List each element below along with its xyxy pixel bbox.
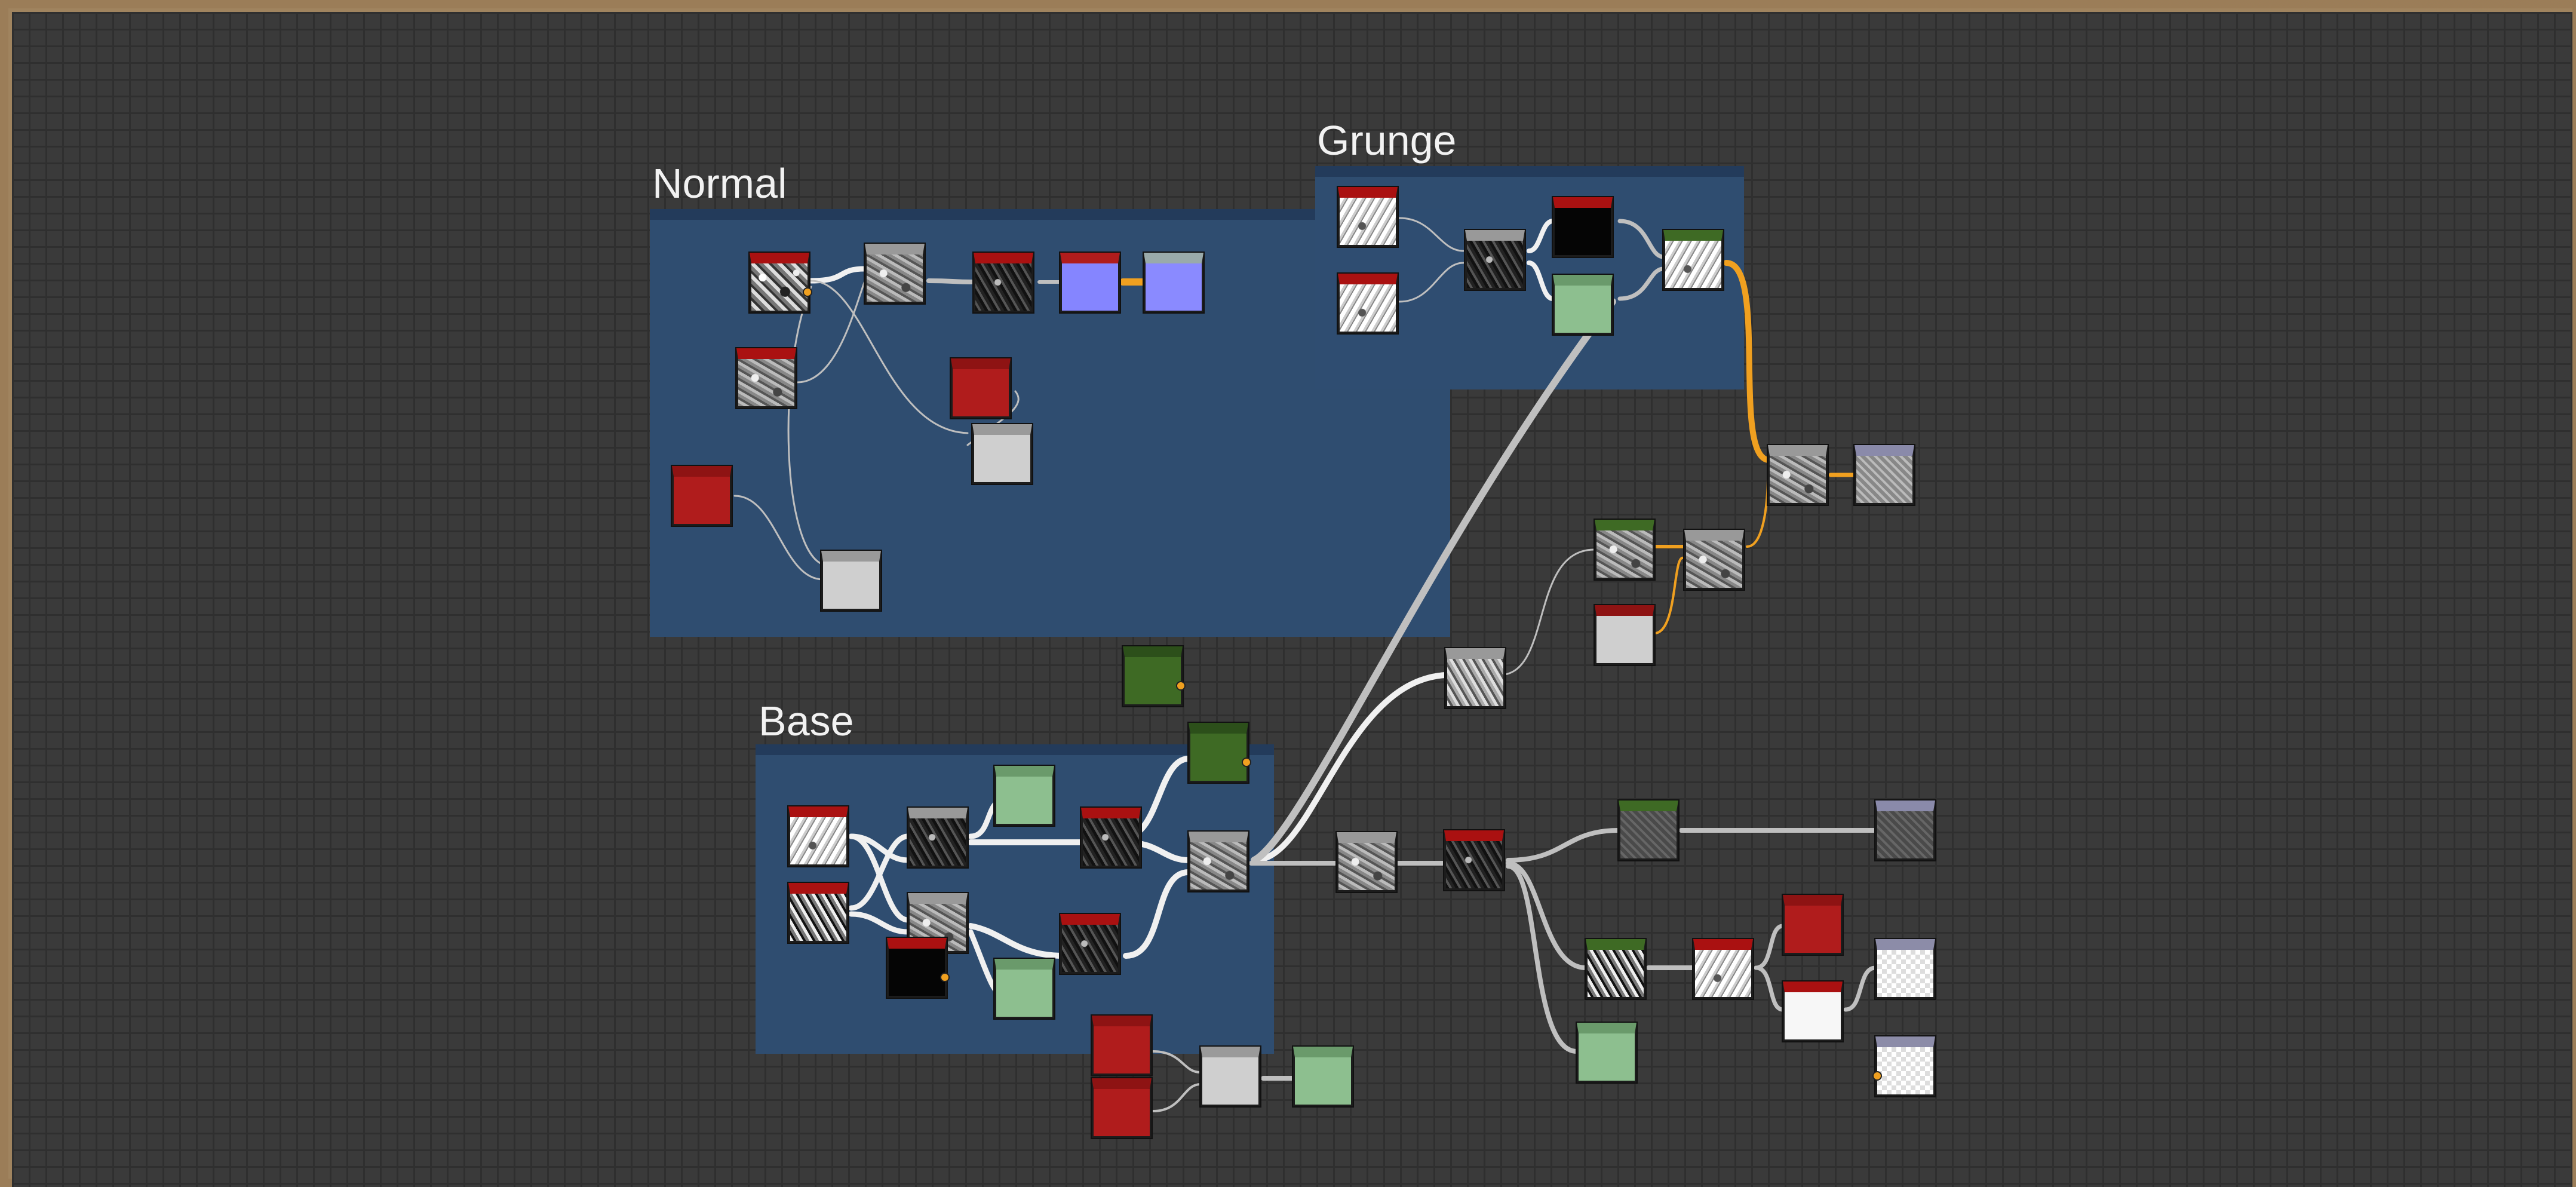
node-uniform-color[interactable] (672, 466, 732, 526)
node-noise[interactable] (908, 808, 968, 867)
node-blend[interactable] (1201, 1047, 1260, 1106)
node-blur[interactable] (736, 348, 796, 408)
node-output[interactable] (1855, 445, 1914, 505)
node-mask[interactable] (1553, 275, 1613, 335)
node-noise[interactable] (788, 883, 848, 943)
node-noise[interactable] (1586, 939, 1645, 999)
node-output[interactable] (1875, 939, 1935, 999)
output-port[interactable] (1176, 681, 1186, 691)
node-blend[interactable] (1337, 832, 1396, 892)
node-blend[interactable] (1684, 530, 1744, 590)
input-port[interactable] (1872, 1071, 1882, 1081)
output-port[interactable] (803, 287, 812, 297)
node-mask[interactable] (1577, 1023, 1637, 1082)
node-uniform-color[interactable] (1092, 1078, 1152, 1138)
output-port[interactable] (1242, 757, 1251, 767)
node-output[interactable] (1875, 800, 1935, 860)
node-noise[interactable] (1595, 520, 1654, 579)
node-blend[interactable] (972, 424, 1032, 484)
node-output[interactable] (1872, 1036, 1935, 1096)
node-output[interactable] (1663, 230, 1723, 290)
node-uniform-color[interactable] (951, 358, 1011, 418)
frame-title-base: Base (759, 698, 854, 744)
output-port[interactable] (940, 973, 950, 982)
node-mask[interactable] (1293, 1047, 1353, 1106)
node-noise[interactable] (750, 253, 812, 312)
node-noise[interactable] (1338, 187, 1398, 247)
node-blend[interactable] (1189, 832, 1248, 891)
node-blend[interactable] (1081, 808, 1141, 867)
node-blend[interactable] (1060, 914, 1120, 974)
node-noise[interactable] (865, 244, 925, 303)
node-noise[interactable] (1465, 230, 1525, 290)
node-noise[interactable] (1338, 274, 1398, 333)
node-uniform-color[interactable] (1783, 895, 1843, 955)
node-blend[interactable] (1768, 445, 1828, 505)
frame-title-grunge: Grunge (1317, 117, 1457, 164)
node-mask[interactable] (994, 959, 1054, 1019)
node-uniform-gray[interactable] (1595, 605, 1654, 665)
node-normal-map[interactable] (1060, 253, 1120, 312)
node-normal-output[interactable] (1144, 253, 1203, 312)
node-gray[interactable] (1619, 800, 1678, 860)
node-blend[interactable] (821, 551, 881, 611)
node-dark-green[interactable] (1189, 723, 1251, 783)
node-noise[interactable] (1444, 830, 1504, 890)
node-noise[interactable] (1445, 648, 1505, 708)
node-blend[interactable] (1783, 982, 1843, 1041)
node-noise[interactable] (788, 806, 848, 866)
node-noise[interactable] (1693, 939, 1753, 999)
node-levels[interactable] (887, 938, 950, 998)
node-dark-green[interactable] (1123, 646, 1186, 706)
node-uniform-color[interactable] (1092, 1016, 1152, 1075)
graph-canvas[interactable]: Normal Grunge Base (12, 12, 2572, 1187)
node-levels[interactable] (1553, 197, 1613, 257)
frame-title-normal: Normal (652, 160, 787, 207)
node-mask[interactable] (994, 766, 1054, 826)
node-noise[interactable] (974, 253, 1033, 312)
